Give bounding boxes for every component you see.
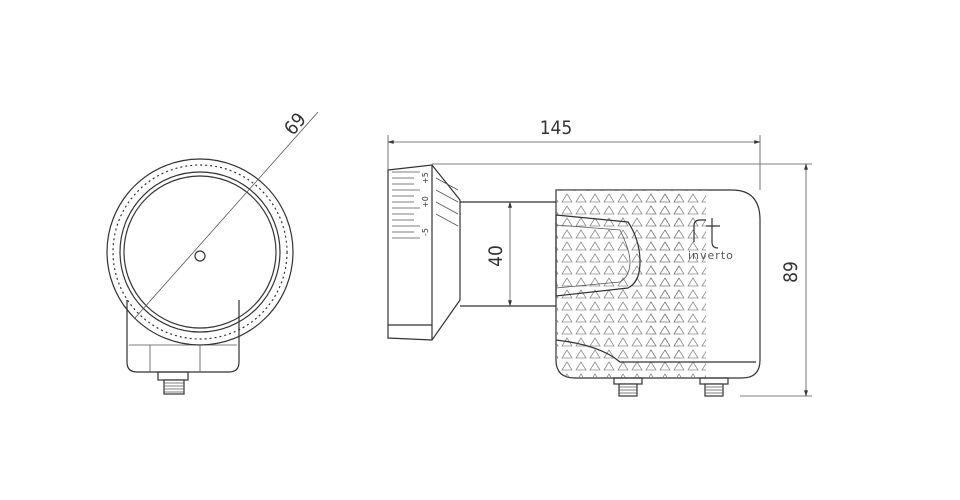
front-diameter-label: 69: [280, 109, 311, 140]
front-diameter-line: [134, 111, 319, 319]
feed-horn-cap: [387, 164, 461, 341]
skew-label-minus5: -5: [421, 228, 430, 236]
front-inner-ring: [119, 171, 281, 333]
body-front-window: [555, 214, 641, 297]
front-housing: [126, 300, 240, 373]
inverto-logo: inverto: [688, 218, 734, 262]
brand-logo-text: inverto: [688, 249, 734, 262]
side-view: +5 +0 -5 inverto: [387, 164, 761, 397]
front-center-mark: [194, 250, 206, 262]
front-f-connector: [157, 371, 189, 395]
body-f-connector-left: [613, 377, 643, 397]
dimension-89: 89: [432, 163, 812, 397]
overall-length-label: 145: [540, 117, 573, 139]
feed-diameter-label: 40: [485, 245, 507, 267]
overall-height-label: 89: [780, 261, 802, 283]
dimension-145: 145: [387, 117, 761, 190]
front-outer-ring: [106, 158, 294, 346]
skew-scale: +5 +0 -5: [392, 171, 459, 239]
body-f-connector-right: [699, 377, 729, 397]
front-view: 69: [106, 109, 319, 395]
skew-label-zero: +0: [421, 196, 430, 208]
skew-label-plus5: +5: [421, 172, 430, 184]
feed-throat: [460, 201, 556, 307]
dimension-40: 40: [485, 201, 512, 307]
